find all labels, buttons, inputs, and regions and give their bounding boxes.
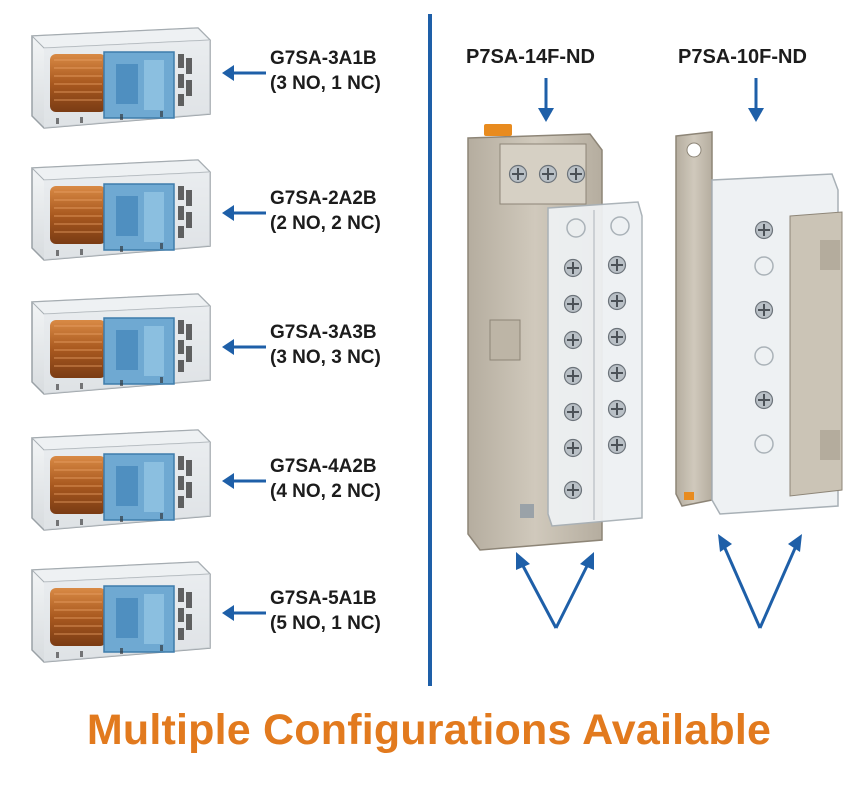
arrow-left-icon (222, 336, 266, 358)
vertical-divider (428, 14, 432, 686)
arrow-left-icon (222, 602, 266, 624)
relay-config: (5 NO, 1 NC) (270, 613, 381, 634)
relay-label-4: G7SA-4A2B (4 NO, 2 NC) (270, 454, 420, 504)
relay-model: G7SA-5A1B (270, 588, 377, 609)
relay-model: G7SA-3A3B (270, 322, 377, 343)
relay-config: (2 NO, 2 NC) (270, 213, 381, 234)
relay-image-5 (20, 552, 216, 678)
arrows-up-pair-icon (718, 534, 802, 629)
relay-label-5: G7SA-5A1B (5 NO, 1 NC) (270, 586, 420, 636)
arrow-down-icon (748, 78, 764, 122)
relay-config: (4 NO, 2 NC) (270, 481, 381, 502)
relay-model: G7SA-3A1B (270, 48, 377, 69)
relay-model: G7SA-4A2B (270, 456, 377, 477)
relay-image-2 (20, 150, 216, 276)
arrow-left-icon (222, 62, 266, 84)
arrow-left-icon (222, 470, 266, 492)
footer-heading: Multiple Configurations Available (86, 706, 772, 754)
socket-title-10f: P7SA-10F-ND (678, 46, 807, 68)
relay-label-1: G7SA-3A1B (3 NO, 1 NC) (270, 46, 420, 96)
relay-image-4 (20, 420, 216, 546)
socket-title-14f: P7SA-14F-ND (466, 46, 595, 68)
socket-image-10f (672, 120, 852, 520)
relay-image-3 (20, 284, 216, 410)
arrow-down-icon (538, 78, 554, 122)
relay-label-3: G7SA-3A3B (3 NO, 3 NC) (270, 320, 420, 370)
socket-image-14f (460, 120, 650, 560)
relay-config: (3 NO, 1 NC) (270, 73, 381, 94)
relay-config: (3 NO, 3 NC) (270, 347, 381, 368)
relay-image-1 (20, 18, 216, 144)
arrows-up-pair-icon (516, 552, 594, 629)
relay-model: G7SA-2A2B (270, 188, 377, 209)
relay-label-2: G7SA-2A2B (2 NO, 2 NC) (270, 186, 420, 236)
arrow-left-icon (222, 202, 266, 224)
